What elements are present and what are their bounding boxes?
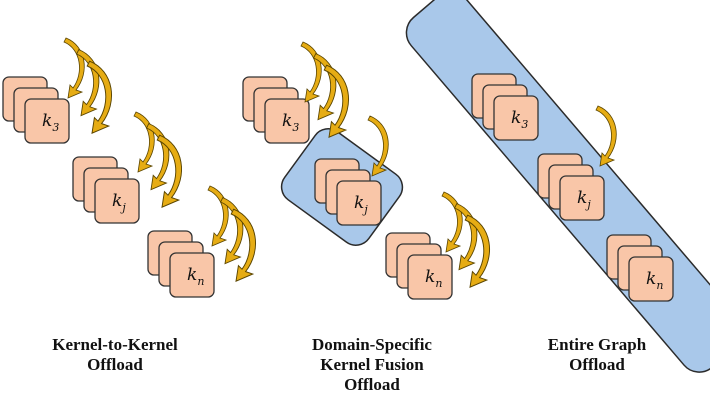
kernel-stack-col1-kn: kn bbox=[147, 230, 215, 298]
kernel-box bbox=[169, 252, 215, 298]
kernel-box bbox=[407, 254, 453, 300]
caption-kernel-to-kernel-line-1: Kernel-to-Kernel bbox=[52, 335, 178, 354]
kernel-box bbox=[336, 180, 382, 226]
offload-arrow-icon bbox=[300, 41, 322, 103]
kernel-box bbox=[24, 98, 70, 144]
caption-kernel-to-kernel-line-2: Offload bbox=[87, 355, 143, 374]
kernel-box bbox=[264, 98, 310, 144]
caption-entire-graph: Entire Graph Offload bbox=[502, 335, 692, 375]
kernel-stack-col2-k3: k3 bbox=[242, 76, 310, 144]
kernel-label-kj: kj bbox=[577, 188, 591, 211]
kernel-label-kn: kn bbox=[646, 269, 663, 292]
offload-arrow-icon bbox=[207, 185, 229, 247]
caption-entire-graph-line-1: Entire Graph bbox=[547, 335, 647, 354]
kernel-label-kj: kj bbox=[112, 191, 126, 214]
kernel-label-kj: kj bbox=[354, 193, 368, 216]
kernel-label-kn: kn bbox=[425, 267, 442, 290]
kernel-label-kn: kn bbox=[187, 265, 204, 288]
offload-arrow-icon bbox=[63, 37, 85, 99]
kernel-stack-col3-kn: kn bbox=[606, 234, 674, 302]
kernel-box bbox=[559, 175, 605, 221]
kernel-stack-col3-kj: kj bbox=[537, 153, 605, 221]
kernel-box bbox=[493, 95, 539, 141]
kernel-layer: k3 kj kn k3 kj kn k3 kj kn bbox=[2, 73, 674, 302]
kernel-label-k3: k3 bbox=[511, 108, 528, 131]
offload-arrow-icon bbox=[133, 111, 155, 173]
kernel-box bbox=[94, 178, 140, 224]
offload-arrow-icon bbox=[441, 191, 463, 253]
caption-domain-specific-line-2: Kernel Fusion bbox=[320, 355, 424, 374]
kernel-stack-col1-kj: kj bbox=[72, 156, 140, 224]
kernel-stack-col3-k3: k3 bbox=[471, 73, 539, 141]
caption-domain-specific-line-3: Offload bbox=[344, 375, 400, 394]
caption-domain-specific: Domain-Specific Kernel Fusion Offload bbox=[272, 335, 472, 395]
kernel-label-k3: k3 bbox=[282, 111, 299, 134]
caption-domain-specific-line-1: Domain-Specific bbox=[312, 335, 432, 354]
kernel-stack-col1-k3: k3 bbox=[2, 76, 70, 144]
kernel-label-k3: k3 bbox=[42, 111, 59, 134]
caption-kernel-to-kernel: Kernel-to-Kernel Offload bbox=[20, 335, 210, 375]
caption-entire-graph-line-2: Offload bbox=[569, 355, 625, 374]
kernel-box bbox=[628, 256, 674, 302]
kernel-stack-col2-kn: kn bbox=[385, 232, 453, 300]
kernel-stack-col2-kj: kj bbox=[314, 158, 382, 226]
